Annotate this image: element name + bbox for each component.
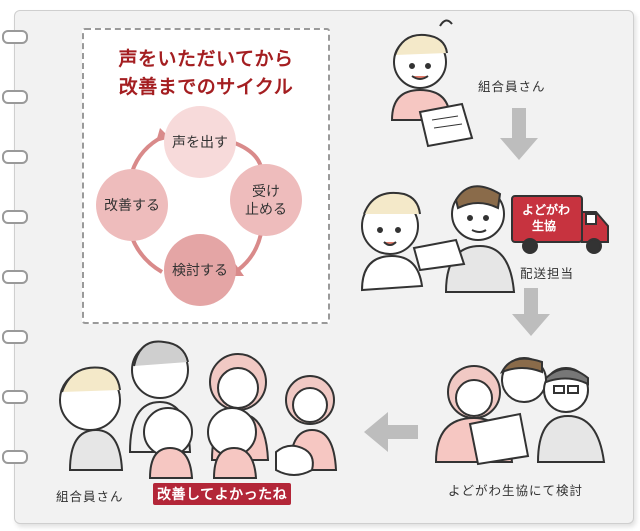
node-review bbox=[164, 234, 236, 306]
flow-arrow-down-1 bbox=[500, 108, 538, 160]
review-caption: よどがわ生協にて検討 bbox=[448, 483, 584, 498]
happy-members-illustration bbox=[59, 340, 338, 479]
delivery-caption: 配送担当 bbox=[520, 266, 575, 281]
member-top-caption: 組合員さん bbox=[478, 79, 546, 94]
binder-ring bbox=[2, 210, 28, 224]
truck-label-line1: よどがわ bbox=[522, 203, 571, 217]
node-receive bbox=[230, 164, 302, 236]
cycle-step-improve: 改善する bbox=[104, 198, 160, 214]
happy-caption: 改善してよかったね bbox=[153, 483, 292, 505]
cycle-step-receive: 受け 止める bbox=[245, 184, 287, 218]
member-writing-illustration bbox=[390, 19, 474, 148]
truck-label-line2: 生協 bbox=[532, 219, 557, 233]
binder-ring bbox=[2, 330, 28, 344]
coop-review-illustration bbox=[434, 357, 606, 466]
delivery-handover-illustration bbox=[360, 185, 516, 293]
binder-ring bbox=[2, 390, 28, 404]
cycle-step-review: 検討する bbox=[172, 263, 228, 279]
binder-ring bbox=[2, 150, 28, 164]
flow-arrow-down-2 bbox=[512, 288, 550, 336]
cycle-step-speak: 声を出す bbox=[172, 135, 228, 151]
flow-arrow-left bbox=[364, 412, 418, 452]
binder-ring bbox=[2, 450, 28, 464]
cycle-title-line2: 改善までのサイクル bbox=[118, 76, 294, 98]
node-speak bbox=[164, 106, 236, 178]
node-improve bbox=[96, 169, 168, 241]
binder-ring bbox=[2, 90, 28, 104]
member-bottom-caption: 組合員さん bbox=[56, 489, 124, 504]
binder-ring bbox=[2, 270, 28, 284]
delivery-truck-illustration bbox=[511, 195, 609, 254]
cycle-title-line1: 声をいただいてから bbox=[118, 48, 294, 70]
binder-ring bbox=[2, 30, 28, 44]
